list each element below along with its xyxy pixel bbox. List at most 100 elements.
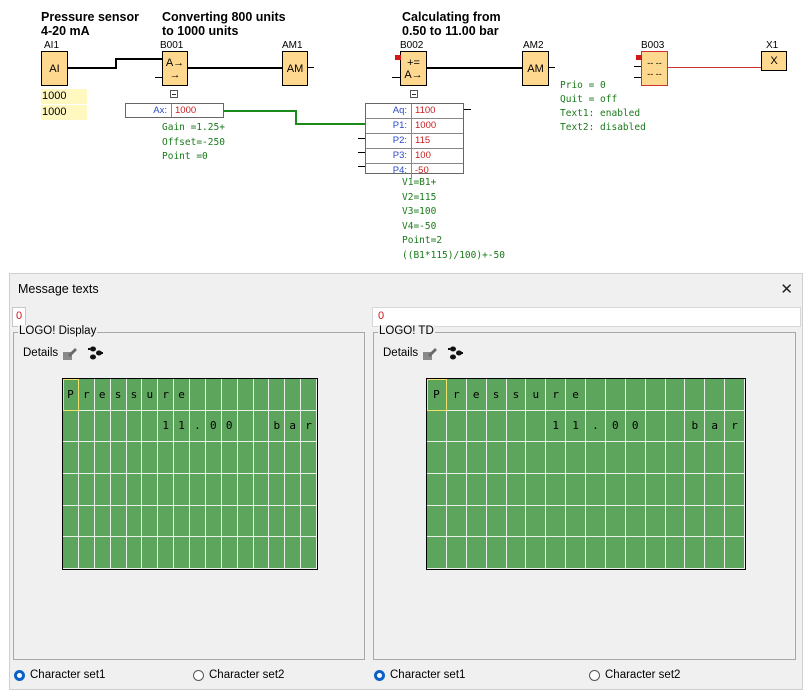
radio-character-set1[interactable]: Character set1 xyxy=(14,669,105,681)
lcd-cell[interactable]: e xyxy=(174,379,190,411)
lcd-cell[interactable]: . xyxy=(586,411,606,443)
lcd-cell[interactable] xyxy=(158,537,174,569)
lcd-cell[interactable] xyxy=(626,379,646,411)
lcd-cell[interactable]: r xyxy=(301,411,317,443)
lcd-cell[interactable] xyxy=(158,442,174,474)
lcd-cell[interactable]: u xyxy=(142,379,158,411)
lcd-cell[interactable] xyxy=(447,442,467,474)
analog-flag-block-am2[interactable]: AM xyxy=(522,51,549,86)
lcd-cell[interactable] xyxy=(685,506,705,538)
lcd-cell[interactable] xyxy=(666,442,686,474)
lcd-cell[interactable] xyxy=(666,379,686,411)
lcd-cell[interactable] xyxy=(666,411,686,443)
lcd-cell[interactable] xyxy=(666,537,686,569)
lcd-cell[interactable] xyxy=(586,442,606,474)
close-icon[interactable]: ✕ xyxy=(780,280,793,298)
tab-display-0[interactable]: 0 xyxy=(12,307,26,327)
collapse-icon[interactable] xyxy=(410,90,418,98)
analog-input-block-ai1[interactable]: AI xyxy=(41,51,68,86)
lcd-cell[interactable] xyxy=(269,537,285,569)
lcd-cell[interactable] xyxy=(526,537,546,569)
lcd-cell[interactable] xyxy=(586,379,606,411)
lcd-cell[interactable] xyxy=(606,506,626,538)
lcd-cell[interactable] xyxy=(142,411,158,443)
lcd-cell[interactable]: 1 xyxy=(174,411,190,443)
lcd-cell[interactable] xyxy=(467,537,487,569)
lcd-cell[interactable] xyxy=(63,474,79,506)
lcd-cell[interactable] xyxy=(566,442,586,474)
lcd-cell[interactable] xyxy=(127,506,143,538)
analog-amplifier-block-b001[interactable]: A→ → xyxy=(162,51,188,86)
lcd-cell[interactable] xyxy=(586,537,606,569)
lcd-cell[interactable] xyxy=(507,474,527,506)
lcd-cell[interactable] xyxy=(222,442,238,474)
lcd-cell[interactable] xyxy=(95,537,111,569)
lcd-cell[interactable] xyxy=(222,506,238,538)
lcd-cell[interactable] xyxy=(427,442,447,474)
lcd-cell[interactable] xyxy=(79,537,95,569)
lcd-cell[interactable] xyxy=(127,411,143,443)
lcd-display-grid[interactable]: Pressure11.00bar xyxy=(426,378,746,570)
lcd-cell[interactable]: r xyxy=(79,379,95,411)
parameter-value[interactable]: 100 xyxy=(412,149,431,163)
lcd-cell[interactable] xyxy=(646,379,666,411)
lcd-cell[interactable] xyxy=(626,442,646,474)
lcd-cell[interactable] xyxy=(467,411,487,443)
lcd-cell[interactable]: r xyxy=(725,411,745,443)
lcd-cell[interactable] xyxy=(111,411,127,443)
lcd-cell[interactable] xyxy=(206,442,222,474)
lcd-cell[interactable]: 0 xyxy=(206,411,222,443)
lcd-cell[interactable] xyxy=(705,442,725,474)
lcd-cell[interactable]: r xyxy=(447,379,467,411)
lcd-cell[interactable] xyxy=(301,442,317,474)
lcd-cell[interactable] xyxy=(63,537,79,569)
lcd-cell[interactable] xyxy=(685,379,705,411)
lcd-cell[interactable] xyxy=(646,442,666,474)
lcd-cell[interactable] xyxy=(526,506,546,538)
lcd-cell[interactable] xyxy=(427,474,447,506)
collapse-icon[interactable] xyxy=(170,90,178,98)
lcd-cell[interactable]: b xyxy=(269,411,285,443)
lcd-cell[interactable]: a xyxy=(285,411,301,443)
lcd-cell[interactable]: r xyxy=(546,379,566,411)
lcd-cell[interactable] xyxy=(487,442,507,474)
radio-character-set2[interactable]: Character set2 xyxy=(589,669,680,681)
lcd-cell[interactable] xyxy=(685,537,705,569)
lcd-cell[interactable] xyxy=(526,442,546,474)
lcd-cell[interactable] xyxy=(174,474,190,506)
parameter-value[interactable]: 1000 xyxy=(172,104,196,117)
lcd-cell[interactable] xyxy=(626,474,646,506)
lcd-cell[interactable] xyxy=(285,442,301,474)
lcd-cell[interactable] xyxy=(487,411,507,443)
lcd-cell[interactable]: 0 xyxy=(222,411,238,443)
lcd-cell[interactable] xyxy=(190,474,206,506)
lcd-cell[interactable] xyxy=(526,411,546,443)
lcd-cell[interactable] xyxy=(142,506,158,538)
edit-icon[interactable] xyxy=(422,346,438,361)
lcd-cell[interactable] xyxy=(79,411,95,443)
lcd-cell[interactable] xyxy=(566,474,586,506)
lcd-cell[interactable] xyxy=(127,442,143,474)
lcd-cell[interactable] xyxy=(63,506,79,538)
lcd-cell[interactable] xyxy=(606,474,626,506)
lcd-cell[interactable] xyxy=(705,506,725,538)
lcd-cell[interactable] xyxy=(190,442,206,474)
parameter-value[interactable]: 1000 xyxy=(412,119,436,133)
lcd-cell[interactable] xyxy=(301,537,317,569)
lcd-cell[interactable] xyxy=(507,506,527,538)
lcd-cell[interactable] xyxy=(254,379,270,411)
radio-character-set1[interactable]: Character set1 xyxy=(374,669,465,681)
lcd-cell[interactable] xyxy=(666,474,686,506)
lcd-cell[interactable] xyxy=(174,442,190,474)
lcd-cell[interactable]: r xyxy=(158,379,174,411)
tab-td-0[interactable]: 0 xyxy=(372,307,801,327)
lcd-cell[interactable] xyxy=(546,474,566,506)
lcd-cell[interactable] xyxy=(626,537,646,569)
lcd-cell[interactable] xyxy=(725,506,745,538)
lcd-cell[interactable] xyxy=(142,537,158,569)
lcd-cell[interactable] xyxy=(646,537,666,569)
lcd-cell[interactable] xyxy=(254,442,270,474)
lcd-cell[interactable] xyxy=(646,411,666,443)
lcd-cell[interactable] xyxy=(487,474,507,506)
lcd-cell[interactable]: s xyxy=(127,379,143,411)
